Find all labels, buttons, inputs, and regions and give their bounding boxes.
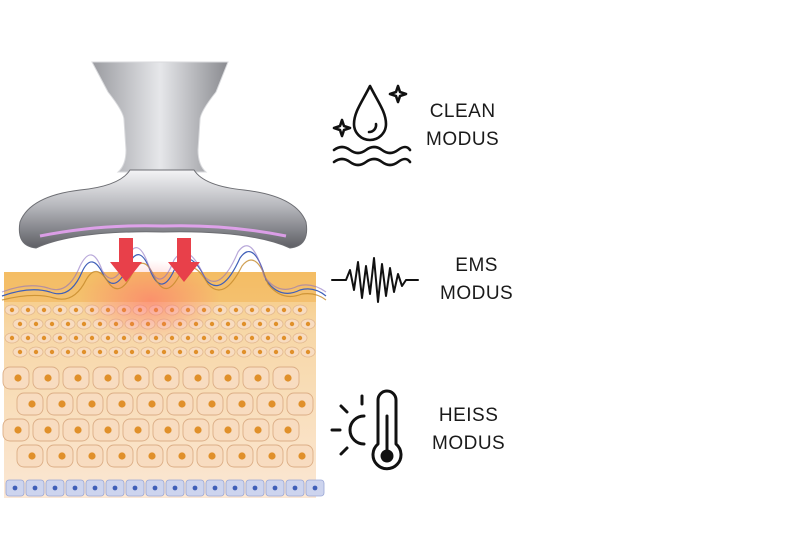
mode-heat: HEISS MODUS <box>330 386 505 474</box>
ems-wave-icon <box>331 257 419 303</box>
mode-clean: CLEAN MODUS <box>328 80 499 172</box>
device-handle <box>91 61 229 173</box>
device-skin-illustration <box>1 61 327 498</box>
mode-clean-line2: MODUS <box>426 129 500 150</box>
mode-ems: EMS MODUS <box>330 252 513 308</box>
mode-ems-line1: EMS <box>455 255 498 276</box>
energy-waves <box>1 245 327 301</box>
water-drop-sparkle-icon <box>332 84 412 167</box>
mode-heat-line2: MODUS <box>432 433 506 454</box>
device-head <box>18 169 308 249</box>
pressure-arrows <box>110 238 200 282</box>
sun-thermometer-icon <box>330 389 403 471</box>
mode-heat-line1: HEISS <box>438 405 499 426</box>
basal-layer <box>5 479 325 497</box>
mode-ems-line2: MODUS <box>440 283 514 304</box>
mode-clean-line1: CLEAN <box>429 101 496 122</box>
